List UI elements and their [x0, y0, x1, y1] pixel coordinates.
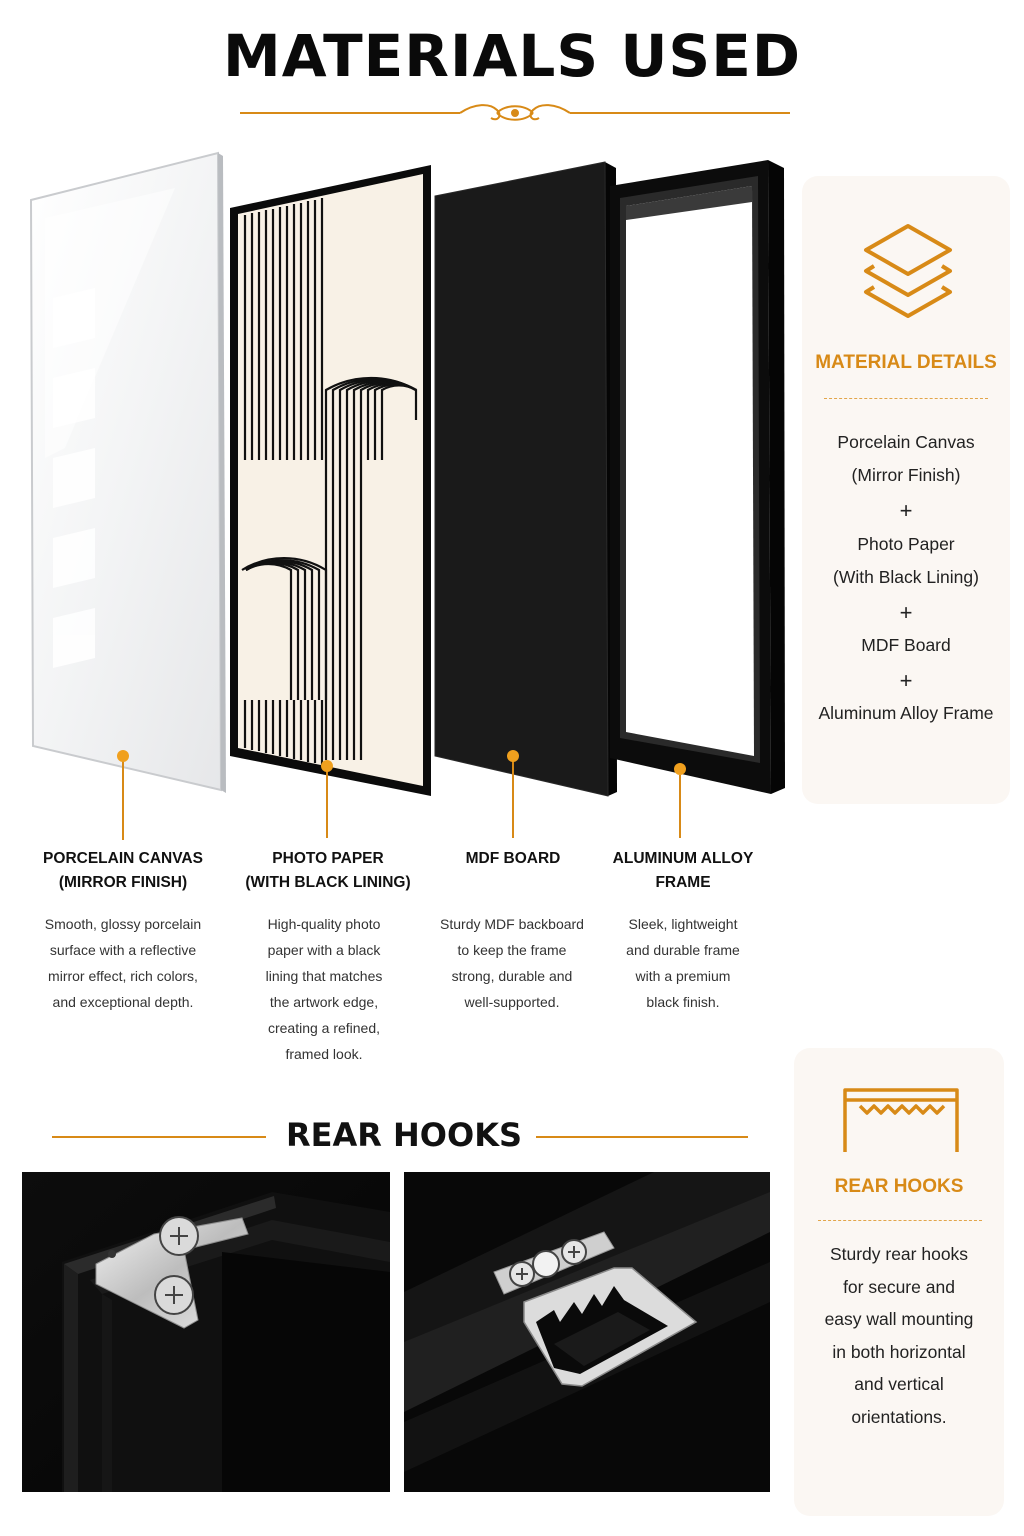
layer-label-mdf: MDF BOARD: [465, 850, 561, 867]
detail-plus: +: [899, 498, 913, 523]
page-title: MATERIALS USED: [223, 22, 801, 90]
material-details-title: MATERIAL DETAILS: [815, 352, 997, 373]
section-rule-right: [536, 1136, 748, 1138]
card-dashed-divider: [818, 1220, 982, 1221]
layer-label-aluminum: ALUMINUM ALLOY FRAME: [612, 850, 754, 891]
corner-bracket-photo: [22, 1172, 390, 1492]
aluminum-frame-layer: [610, 160, 785, 794]
mdf-board-layer: [434, 161, 617, 797]
connector-dot: [507, 750, 519, 762]
detail-line: (Mirror Finish): [851, 465, 961, 485]
section-rule-left: [52, 1136, 266, 1138]
rear-hooks-heading: REAR HOOKS: [285, 1116, 523, 1154]
connector-line: [122, 760, 124, 840]
connector-dot: [674, 763, 686, 775]
rear-hooks-card-title: REAR HOOKS: [834, 1176, 964, 1197]
connector-line: [326, 770, 328, 838]
layer-desc-photo-paper: High-quality photo paper with a black li…: [265, 916, 383, 1062]
material-details-card: MATERIAL DETAILS Porcelain Canvas (Mirro…: [802, 176, 1010, 804]
detail-line: Aluminum Alloy Frame: [818, 703, 994, 723]
rear-hooks-card: REAR HOOKS Sturdy rear hooks for secure …: [794, 1048, 1004, 1516]
layer-desc-aluminum: Sleek, lightweight and durable frame wit…: [626, 916, 740, 1010]
layer-desc-mdf: Sturdy MDF backboard to keep the frame s…: [440, 916, 584, 1010]
connector-dot: [117, 750, 129, 762]
connector-line: [679, 775, 681, 838]
layers-icon: [864, 224, 952, 318]
detail-line: MDF Board: [861, 635, 951, 655]
detail-line: Photo Paper: [857, 534, 955, 554]
photo-paper-layer: [230, 165, 431, 796]
rear-hooks-description: Sturdy rear hooks for secure and easy wa…: [824, 1244, 974, 1427]
porcelain-canvas-layer: [29, 151, 226, 793]
layer-label-porcelain: PORCELAIN CANVAS (MIRROR FINISH): [43, 850, 203, 891]
sawtooth-hanger-icon: [843, 1088, 959, 1152]
connector-dot: [321, 760, 333, 772]
card-dashed-divider: [824, 398, 988, 399]
sawtooth-hanger-photo: [404, 1172, 770, 1492]
detail-line: Porcelain Canvas: [837, 432, 975, 452]
layer-label-photo-paper: PHOTO PAPER (WITH BLACK LINING): [245, 850, 411, 891]
layer-desc-porcelain: Smooth, glossy porcelain surface with a …: [44, 916, 202, 1010]
ornament-divider: [240, 104, 790, 121]
detail-plus: +: [899, 600, 913, 625]
detail-plus: +: [899, 668, 913, 693]
detail-line: (With Black Lining): [833, 567, 979, 587]
connector-line: [512, 760, 514, 838]
